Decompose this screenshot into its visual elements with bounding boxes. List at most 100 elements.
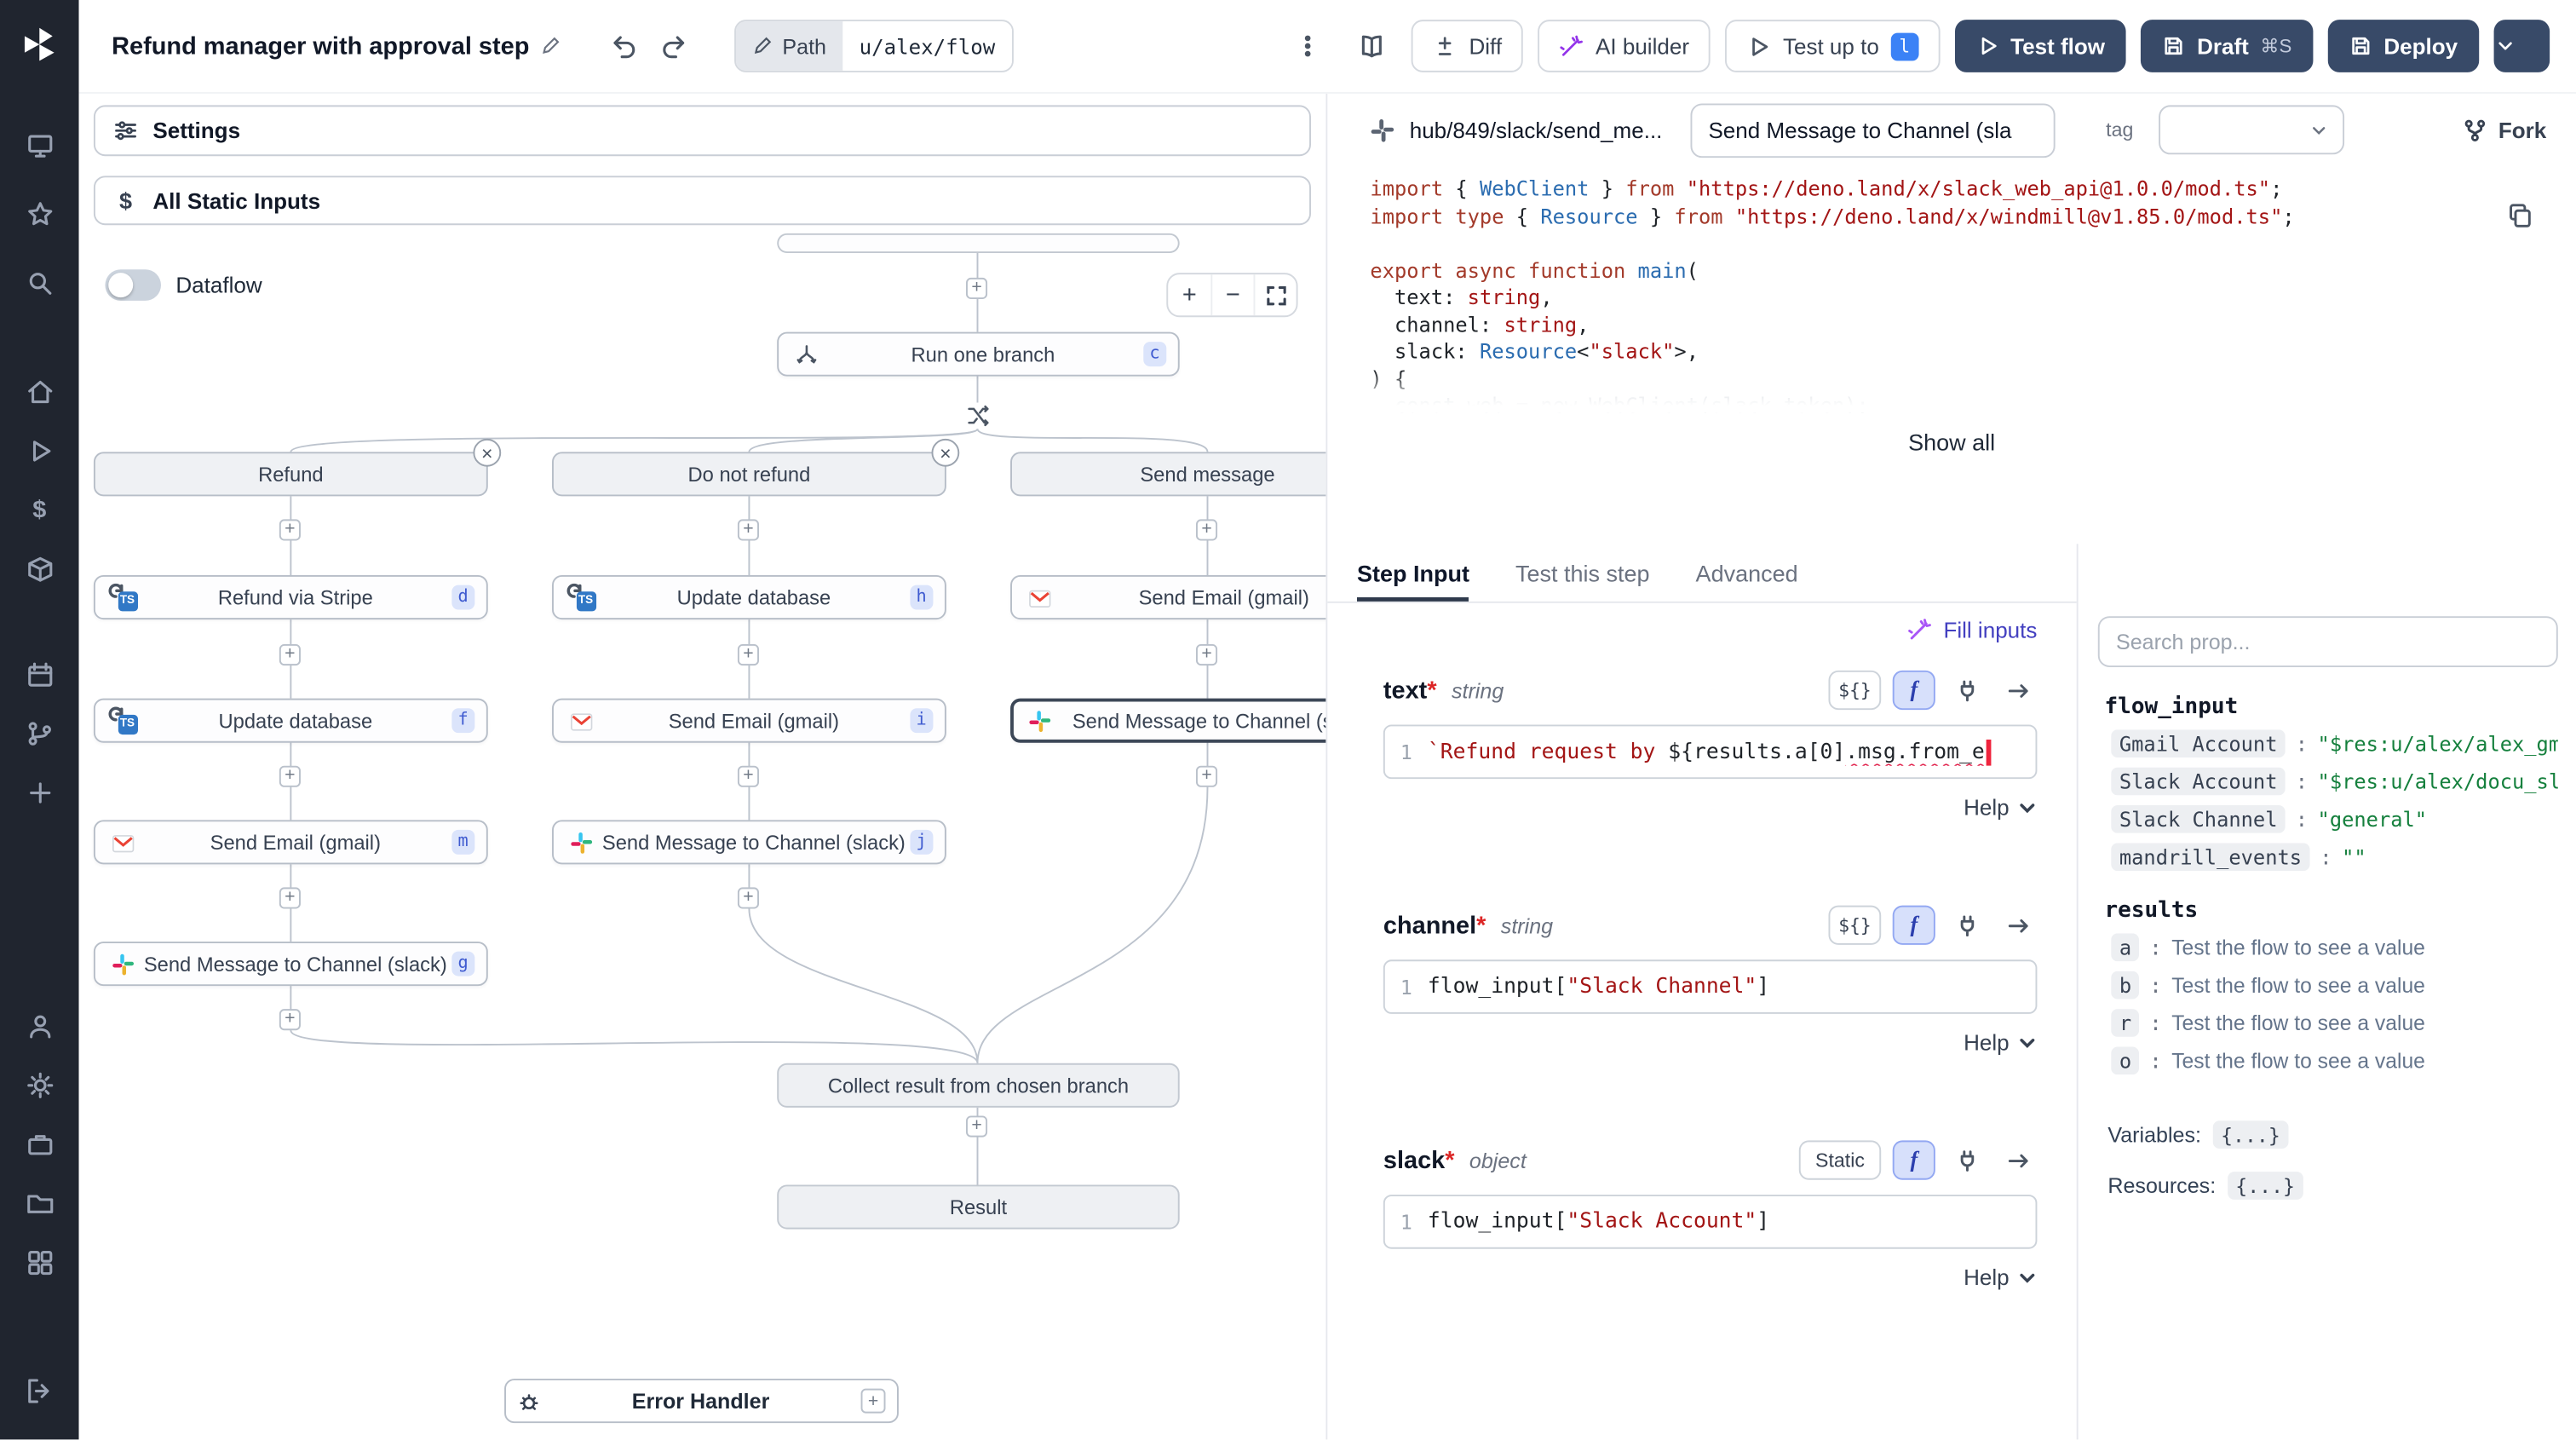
javascript-mode-button[interactable]: f	[1892, 905, 1935, 945]
result-row[interactable]: b:Test the flow to see a value	[2111, 971, 2558, 999]
flow-settings-row[interactable]: Settings	[93, 105, 1311, 157]
prop-row[interactable]: Slack Account:"$res:u/alex/docu_slack"	[2111, 767, 2558, 796]
workspace-icon[interactable]	[0, 1115, 79, 1173]
branch-header-do-not-refund[interactable]: Do not refund	[551, 438, 960, 497]
result-node[interactable]: Result	[777, 1184, 1180, 1230]
tab-step-input[interactable]: Step Input	[1357, 544, 1469, 601]
diff-button[interactable]: Diff	[1411, 20, 1524, 72]
redo-button[interactable]	[649, 21, 699, 71]
remove-branch-icon[interactable]	[473, 438, 502, 467]
folders-icon[interactable]	[0, 1173, 79, 1232]
flow-node-send-email[interactable]: Send Email (gmail) m	[93, 820, 488, 865]
draft-button[interactable]: Draft⌘S	[2141, 20, 2314, 72]
add-step-button[interactable]	[737, 765, 759, 787]
flow-static-inputs-row[interactable]: All Static Inputs	[93, 176, 1311, 226]
home-icon[interactable]	[0, 361, 79, 420]
schedules-icon[interactable]	[0, 644, 79, 703]
expand-input-icon[interactable]	[1998, 671, 2037, 710]
plug-input-icon[interactable]	[1946, 1140, 1986, 1179]
resources-row[interactable]: Resources:{...}	[2107, 1172, 2557, 1200]
add-step-button[interactable]	[279, 887, 301, 909]
test-flow-button[interactable]: Test flow	[1954, 20, 2127, 72]
branch-header-send-message[interactable]: Send message	[1010, 452, 1326, 497]
expand-input-icon[interactable]	[1998, 906, 2037, 945]
runs-icon[interactable]	[0, 421, 79, 480]
ai-builder-button[interactable]: AI builder	[1538, 20, 1711, 72]
add-step-button[interactable]	[279, 643, 301, 666]
flow-canvas[interactable]: Settings All Static Inputs Dataflow	[78, 93, 1326, 1440]
add-step-button[interactable]	[279, 765, 301, 787]
result-row[interactable]: r:Test the flow to see a value	[2111, 1009, 2558, 1037]
variables-row[interactable]: Variables:{...}	[2107, 1120, 2557, 1149]
hub-script-path[interactable]: hub/849/slack/send_me...	[1409, 117, 1663, 142]
error-handler-node[interactable]: Error Handler	[504, 1379, 899, 1424]
add-step-button[interactable]	[1195, 519, 1218, 541]
fork-button[interactable]: Fork	[2462, 118, 2546, 142]
path-chip[interactable]: Path u/alex/flow	[734, 20, 1014, 72]
add-step-button[interactable]	[279, 519, 301, 541]
plug-input-icon[interactable]	[1946, 671, 1986, 710]
favorites-icon[interactable]	[0, 184, 79, 243]
search-icon[interactable]	[0, 253, 79, 312]
flow-node-send-message-slack[interactable]: Send Message to Channel (slack) g	[93, 942, 488, 987]
flow-node-send-email[interactable]: Send Email (gmail) i	[551, 698, 946, 743]
tab-advanced[interactable]: Advanced	[1695, 559, 1798, 586]
flows-icon[interactable]	[0, 703, 79, 762]
branch-header-refund[interactable]: Refund	[93, 438, 502, 497]
flow-input-section-title[interactable]: flow_input	[2104, 693, 2239, 720]
add-step-button[interactable]	[965, 1115, 988, 1138]
kebab-menu-icon[interactable]	[1284, 21, 1333, 71]
account-icon[interactable]	[0, 996, 79, 1055]
apps-icon[interactable]	[0, 1232, 79, 1291]
zoom-in-icon[interactable]	[1168, 274, 1210, 315]
help-toggle[interactable]: Help	[1383, 1265, 2038, 1290]
copy-code-icon[interactable]	[2507, 202, 2533, 228]
fill-inputs-button[interactable]: Fill inputs	[1907, 618, 2037, 642]
add-error-handler-button[interactable]	[860, 1388, 886, 1414]
add-step-button[interactable]	[965, 277, 988, 299]
show-all-button[interactable]: Show all	[1889, 416, 2015, 469]
fit-view-icon[interactable]	[1253, 274, 1296, 316]
code-editor[interactable]: import { WebClient } from "https://deno.…	[1327, 166, 2576, 412]
javascript-mode-button[interactable]: f	[1892, 670, 1935, 711]
edit-title-icon[interactable]	[541, 36, 561, 55]
dashboard-icon[interactable]	[0, 115, 79, 174]
tab-test-this-step[interactable]: Test this step	[1515, 559, 1650, 586]
docs-book-icon[interactable]	[1348, 21, 1397, 71]
prop-row[interactable]: Gmail Account:"$res:u/alex/alex_gmail"	[2111, 729, 2558, 758]
remove-branch-icon[interactable]	[931, 438, 960, 467]
interpolate-button[interactable]: ${}	[1828, 670, 1882, 711]
slack-input-editor[interactable]: 1 flow_input["Slack Account"]	[1383, 1195, 2038, 1249]
text-input-editor[interactable]: 1 `Refund request by ${results.a[0].msg.…	[1383, 724, 2038, 780]
flow-node-update-database[interactable]: TS Update database h	[551, 574, 946, 620]
deploy-dropdown-button[interactable]	[2493, 20, 2550, 72]
windmill-logo[interactable]	[0, 0, 79, 89]
settings-icon[interactable]	[0, 1055, 79, 1114]
static-mode-button[interactable]: Static	[1798, 1140, 1882, 1180]
add-step-button[interactable]	[737, 887, 759, 909]
plug-input-icon[interactable]	[1946, 906, 1986, 945]
tag-select[interactable]	[2158, 105, 2344, 155]
collect-result-node[interactable]: Collect result from chosen branch	[777, 1063, 1180, 1108]
dataflow-toggle[interactable]	[105, 269, 161, 301]
zoom-out-icon[interactable]	[1210, 274, 1253, 316]
search-props-input[interactable]	[2097, 616, 2558, 667]
flow-node-send-message-slack[interactable]: Send Message to Channel (slack) j	[551, 820, 946, 865]
flow-node-run-one-branch[interactable]: Run one branch c	[777, 331, 1180, 377]
prop-row[interactable]: mandrill_events:""	[2111, 843, 2558, 872]
javascript-mode-button[interactable]: f	[1892, 1140, 1935, 1180]
channel-input-editor[interactable]: 1 flow_input["Slack Channel"]	[1383, 959, 2038, 1014]
flow-node-send-email[interactable]: Send Email (gmail)	[1010, 574, 1326, 620]
flow-node-update-database[interactable]: TS Update database f	[93, 698, 488, 743]
add-step-button[interactable]	[737, 519, 759, 541]
add-step-button[interactable]	[737, 643, 759, 666]
flow-node-send-message-slack-selected[interactable]: Send Message to Channel (slack)	[1010, 698, 1326, 743]
interpolate-button[interactable]: ${}	[1828, 905, 1882, 945]
help-toggle[interactable]: Help	[1383, 795, 2038, 820]
add-step-button[interactable]	[279, 1009, 301, 1031]
flow-node-refund-via-stripe[interactable]: TS Refund via Stripe d	[93, 574, 488, 620]
logout-icon[interactable]	[0, 1361, 79, 1420]
help-toggle[interactable]: Help	[1383, 1030, 2038, 1055]
results-section-title[interactable]: results	[2104, 896, 2199, 924]
